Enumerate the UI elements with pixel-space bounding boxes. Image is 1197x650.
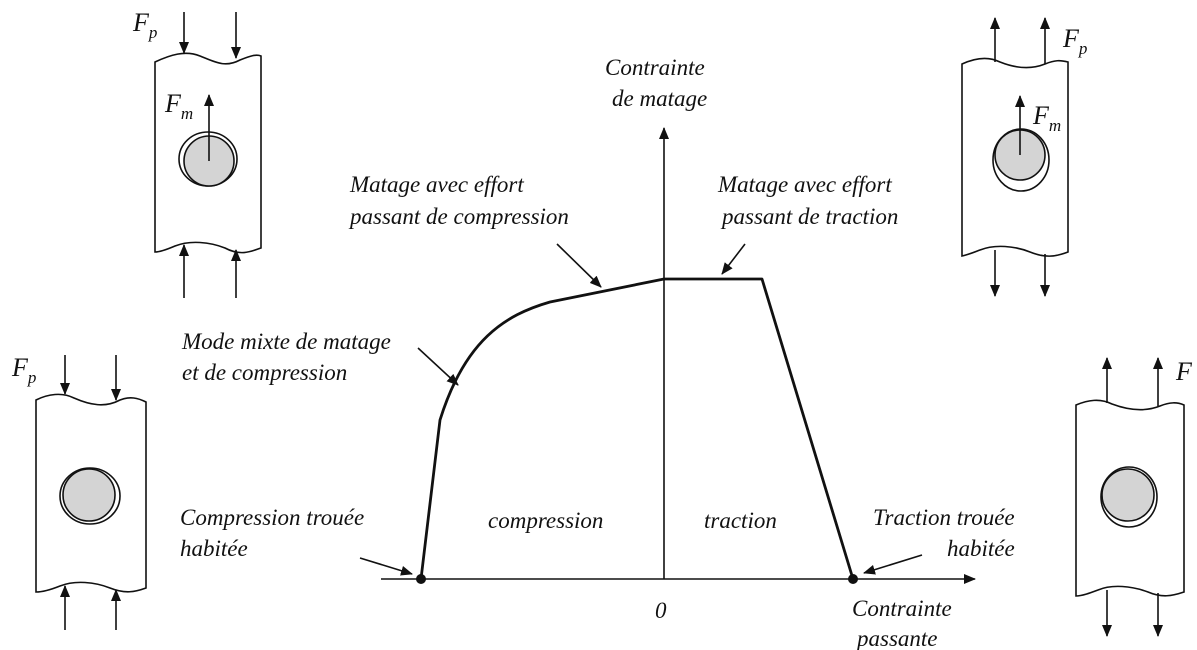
annotation-filled-hole-traction-pointer: [863, 554, 923, 575]
y-axis-label-line2: de matage: [612, 86, 707, 111]
bearing-force-symbol: Fm: [164, 89, 193, 123]
force-symbol: Fp: [1062, 24, 1087, 58]
annotation-filled-hole-traction: Traction trouée habitée: [863, 505, 1015, 575]
annotation-compression-bearing-line1: Matage avec effort: [349, 172, 524, 197]
annotation-filled-hole-traction-line2: habitée: [947, 536, 1015, 561]
traction-endpoint-dot: [848, 574, 858, 584]
annotation-mixed-mode-line1: Mode mixte de matage: [181, 329, 391, 354]
annotation-traction-bearing-line1: Matage avec effort: [717, 172, 892, 197]
annotation-filled-hole-compression-line1: Compression trouée: [180, 505, 364, 530]
region-traction-label: traction: [704, 508, 777, 533]
plate-filled-hole-traction: F: [1075, 357, 1193, 637]
y-axis-label-line1: Contrainte: [605, 55, 705, 80]
annotation-mixed-mode: Mode mixte de matage et de compression: [181, 329, 459, 386]
annotation-mixed-mode-line2: et de compression: [182, 360, 347, 385]
annotation-filled-hole-compression-pointer: [359, 557, 413, 576]
origin-label: 0: [655, 598, 667, 623]
bearing-force-symbol: Fm: [1032, 101, 1061, 135]
plate-filled-hole-compression: Fp: [11, 353, 147, 630]
pin: [1101, 468, 1155, 522]
annotation-filled-hole-compression-line2: habitée: [180, 536, 248, 561]
region-compression-label: compression: [488, 508, 603, 533]
x-axis-label-line2: passante: [855, 626, 938, 650]
plate-traction-bearing: Fp Fm: [961, 17, 1087, 297]
plate-compression-bearing: Fp Fm: [132, 8, 262, 298]
annotation-traction-bearing: Matage avec effort passant de traction: [717, 172, 898, 275]
axes: Contrainte de matage Contrainte passante…: [381, 55, 976, 650]
annotation-traction-bearing-pointer: [721, 243, 746, 275]
compression-endpoint-dot: [416, 574, 426, 584]
annotation-compression-bearing-pointer: [556, 243, 602, 288]
x-axis-label-line1: Contrainte: [852, 596, 952, 621]
annotation-compression-bearing-line2: passant de compression: [348, 204, 569, 229]
force-symbol: Fp: [132, 8, 157, 42]
envelope-curve: [419, 277, 855, 580]
annotation-filled-hole-compression: Compression trouée habitée: [180, 505, 413, 576]
force-symbol: Fp: [11, 353, 36, 387]
annotation-mixed-mode-pointer: [417, 347, 459, 386]
pin: [62, 468, 116, 522]
bearing-bypass-envelope: [416, 277, 858, 584]
force-symbol-clipped: F: [1175, 357, 1193, 386]
annotation-compression-bearing: Matage avec effort passant de compressio…: [348, 172, 602, 288]
annotation-filled-hole-traction-line1: Traction trouée: [873, 505, 1015, 530]
annotation-traction-bearing-line2: passant de traction: [720, 204, 898, 229]
